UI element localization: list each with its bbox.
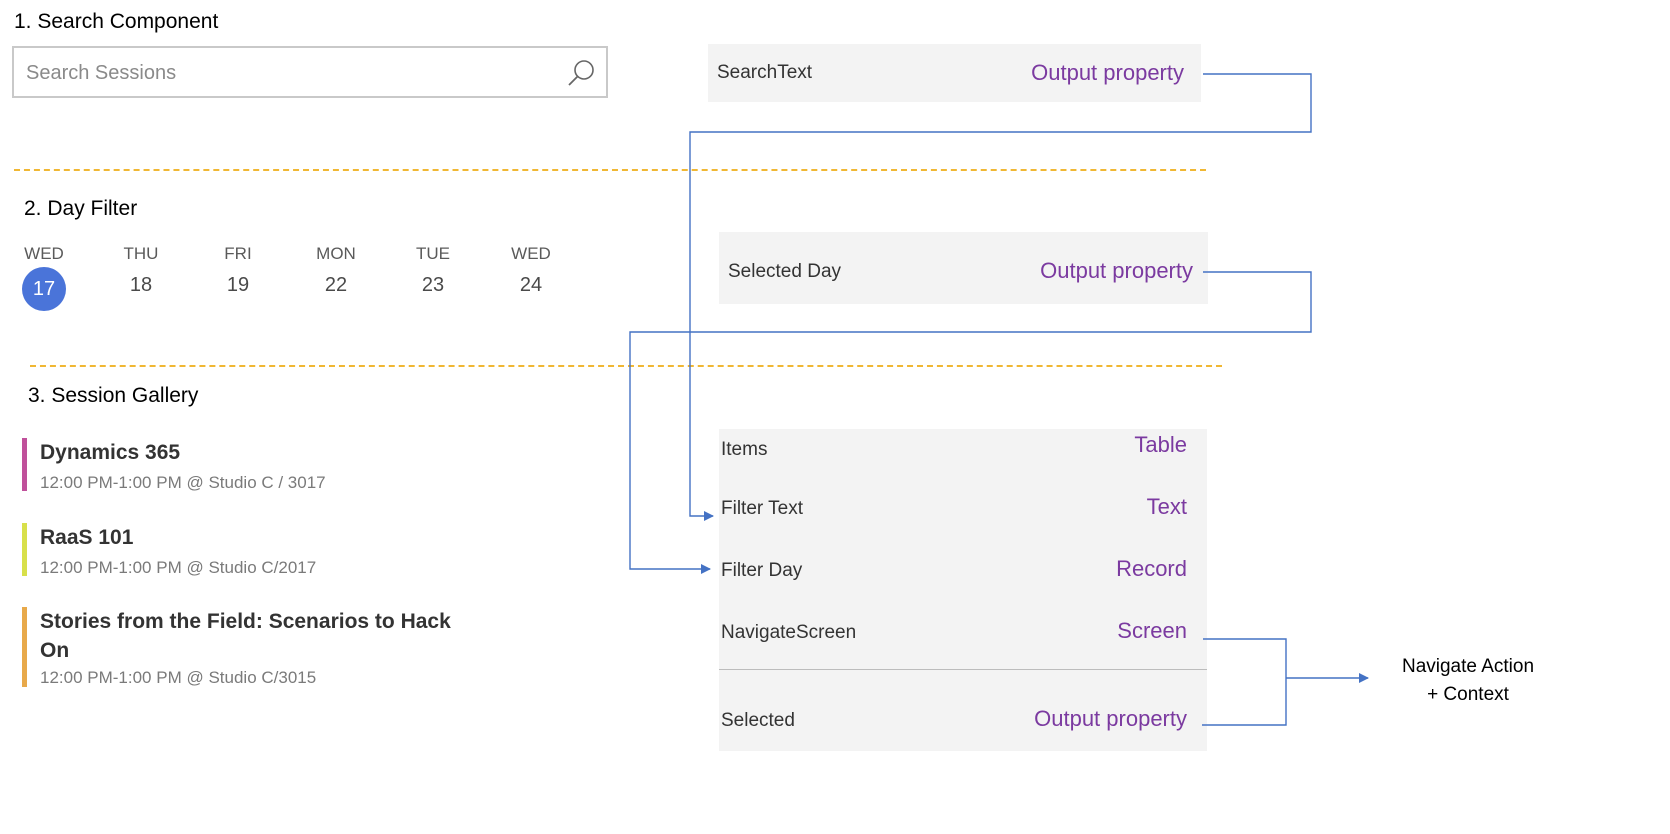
day-name: WED xyxy=(511,244,551,263)
day-item[interactable]: FRI 19 xyxy=(208,244,268,297)
day-item[interactable]: TUE 23 xyxy=(403,244,463,297)
property-value: Output property xyxy=(1034,706,1187,731)
search-to-filter-text-connector xyxy=(689,73,1312,521)
day-item[interactable]: THU 18 xyxy=(111,244,171,297)
property-value: Text xyxy=(1146,494,1187,519)
session-title: Stories from the Field: Scenarios to Hac… xyxy=(40,610,451,662)
search-placeholder: Search Sessions xyxy=(26,62,177,84)
day-number: 23 xyxy=(421,274,445,296)
search-property-panel: SearchText Output property xyxy=(708,44,1201,102)
property-label: Filter Day xyxy=(721,560,803,581)
section-divider xyxy=(30,365,1222,367)
property-label: Filter Text xyxy=(721,498,804,519)
property-label: NavigateScreen xyxy=(721,622,857,643)
session-title: Dynamics 365 xyxy=(40,441,181,464)
day-to-filter-day-connector xyxy=(629,271,1312,574)
session-meta: 12:00 PM-1:00 PM @ Studio C/2017 xyxy=(40,558,317,577)
session-meta: 12:00 PM-1:00 PM @ Studio C / 3017 xyxy=(40,473,326,492)
session-title: RaaS 101 xyxy=(40,526,134,549)
day-number: 18 xyxy=(129,274,153,296)
day-name: THU xyxy=(123,244,159,263)
day-number: 24 xyxy=(519,274,543,296)
property-value: Screen xyxy=(1117,618,1187,643)
day-property-panel: Selected Day Output property xyxy=(719,232,1208,304)
search-input[interactable]: Search Sessions xyxy=(12,46,608,98)
day-item[interactable]: WED 17 xyxy=(14,244,74,311)
property-value: Output property xyxy=(1031,60,1184,85)
property-label: Items xyxy=(721,439,768,460)
search-icon[interactable] xyxy=(566,58,596,88)
day-name: WED xyxy=(24,244,64,263)
session-color-bar xyxy=(22,438,27,491)
annotation-line-2: + Context xyxy=(1427,684,1509,705)
session-list-item[interactable]: RaaS 101 12:00 PM-1:00 PM @ Studio C/201… xyxy=(22,523,482,579)
day-name: MON xyxy=(316,244,356,263)
session-color-bar xyxy=(22,523,27,576)
annotation-line-1: Navigate Action xyxy=(1401,656,1535,677)
day-item[interactable]: MON 22 xyxy=(306,244,366,297)
day-name: TUE xyxy=(416,244,450,263)
gallery-property-panel: Items Table Filter Text Text Filter Day … xyxy=(719,429,1207,751)
day-filter-heading: 2. Day Filter xyxy=(24,197,138,220)
day-number: 19 xyxy=(226,274,250,296)
session-gallery-heading: 3. Session Gallery xyxy=(28,384,199,407)
panel-divider xyxy=(719,669,1207,670)
navigate-annotation: Navigate Action + Context xyxy=(1385,653,1551,709)
day-item[interactable]: WED 24 xyxy=(501,244,561,297)
day-number: 22 xyxy=(324,274,348,296)
search-component-heading: 1. Search Component xyxy=(14,10,219,33)
session-list-item[interactable]: Dynamics 365 12:00 PM-1:00 PM @ Studio C… xyxy=(22,438,482,494)
selected-day-number: 17 xyxy=(22,267,66,311)
session-meta: 12:00 PM-1:00 PM @ Studio C/3015 xyxy=(40,668,317,687)
property-label: SearchText xyxy=(717,62,813,83)
section-divider xyxy=(14,169,1206,171)
day-name: FRI xyxy=(224,244,252,263)
property-value: Record xyxy=(1116,556,1187,581)
session-list-item[interactable]: Stories from the Field: Scenarios to Hac… xyxy=(22,607,482,691)
session-color-bar xyxy=(22,607,27,687)
property-label: Selected Day xyxy=(728,261,842,282)
property-label: Selected xyxy=(721,710,795,731)
property-value: Output property xyxy=(1040,258,1193,283)
property-value: Table xyxy=(1134,432,1187,457)
navigate-screen-connector xyxy=(1202,638,1287,726)
